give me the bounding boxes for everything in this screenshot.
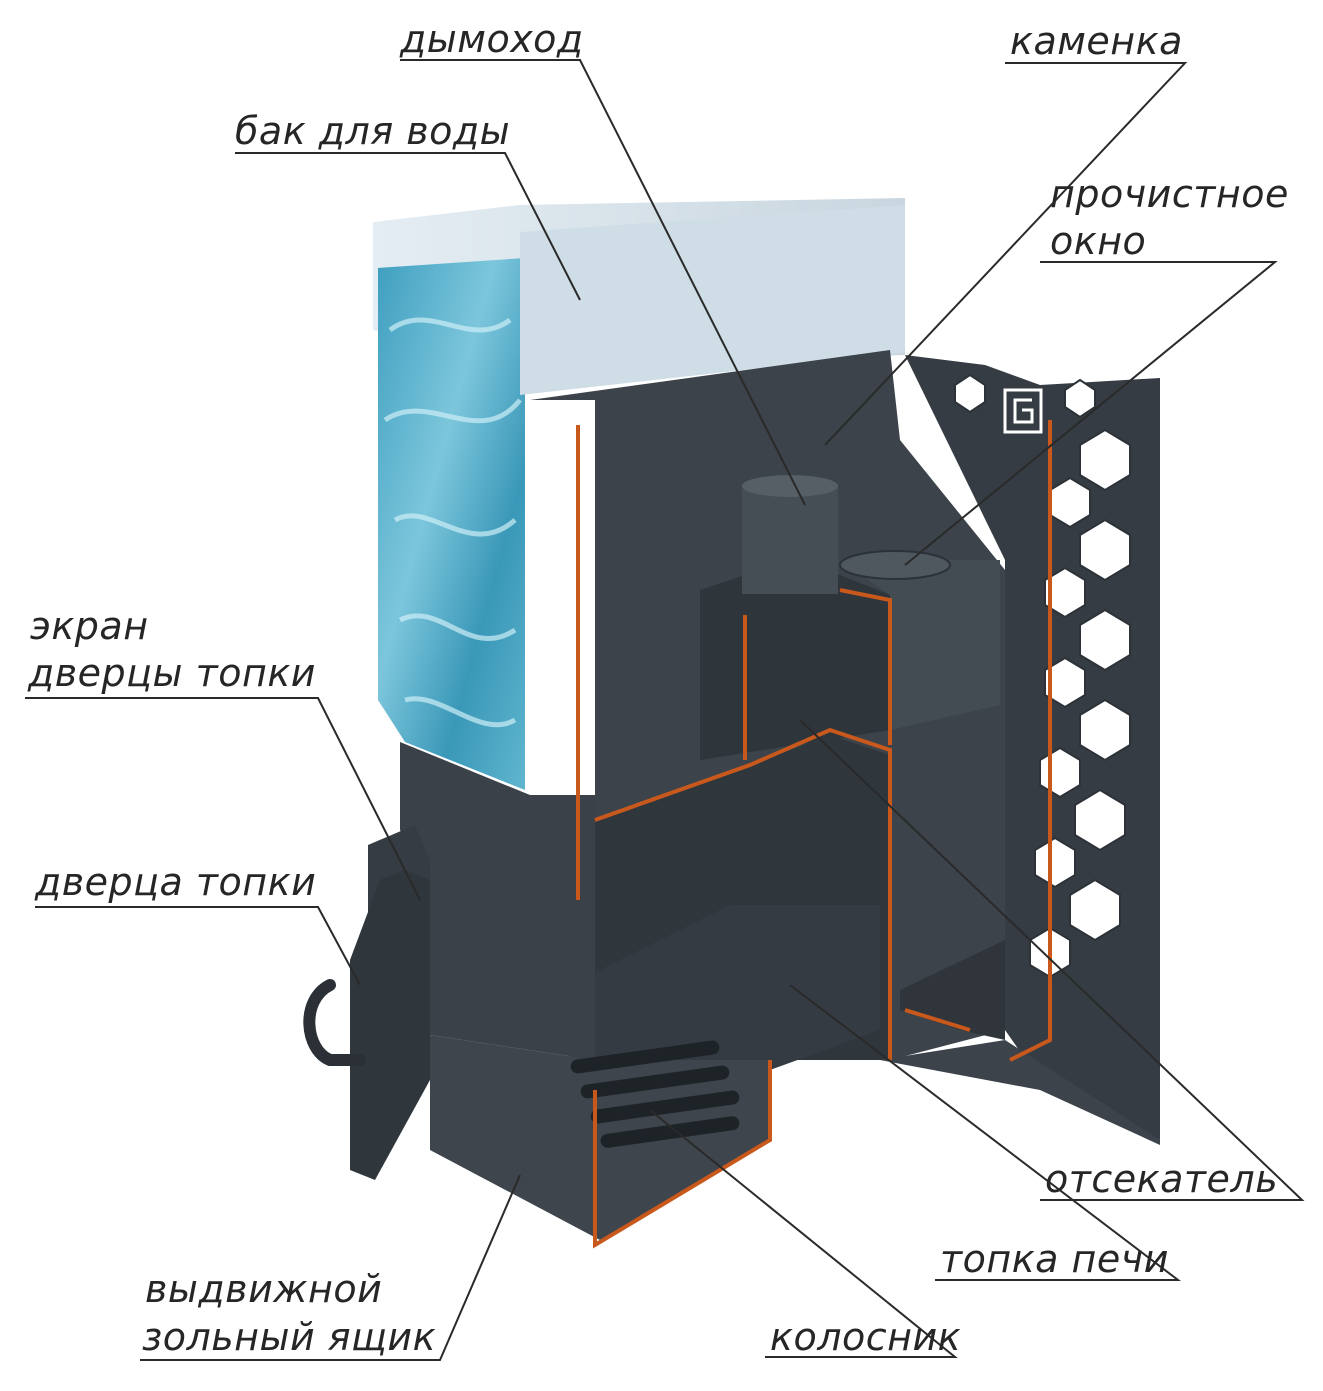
- label-door-screen-line1: экран: [30, 604, 149, 648]
- cut-edge: [593, 1060, 772, 1249]
- leader-heater: [824, 62, 1188, 446]
- label-water-tank: бак для воды: [235, 109, 511, 153]
- hex-hole: [1044, 656, 1086, 709]
- label-firebox-door: дверца топки: [35, 860, 317, 904]
- heater-box: [700, 575, 890, 760]
- grate-bar: [580, 1065, 730, 1099]
- cut-edge: [839, 588, 892, 745]
- leader-cutoff: [799, 719, 1305, 1201]
- hex-hole: [1049, 476, 1091, 529]
- hex-hole: [1069, 878, 1121, 942]
- leader-chimney: [400, 59, 806, 506]
- water-highlights: [383, 317, 522, 728]
- label-chimney: дымоход: [400, 17, 584, 61]
- hex-hole: [1064, 378, 1096, 419]
- tank-water: [378, 258, 525, 790]
- grate: [570, 1040, 740, 1148]
- chimney-pipe: [742, 484, 838, 594]
- cleanout-box: [840, 560, 1000, 730]
- water-tank: [373, 198, 905, 790]
- hex-hole: [954, 373, 986, 414]
- label-cutoff: отсекатель: [1045, 1157, 1279, 1201]
- hex-pattern: [954, 373, 1131, 979]
- label-ash-drawer-line2: зольный ящик: [142, 1315, 437, 1359]
- hex-hole: [1034, 836, 1076, 889]
- grate-bar: [590, 1090, 740, 1124]
- cut-edge: [904, 1008, 971, 1032]
- label-firebox: топка печи: [940, 1237, 1169, 1281]
- leader-ash: [140, 1174, 521, 1361]
- leader-cleanout: [904, 261, 1278, 566]
- hex-hole: [1074, 788, 1126, 852]
- front-wall: [420, 825, 595, 1060]
- tank-front-plate: [520, 205, 905, 395]
- grate-bar: [570, 1040, 720, 1074]
- logo-frame: [1003, 388, 1043, 434]
- logo-glyph: [1013, 398, 1034, 424]
- right-lower-wall: [880, 1040, 1160, 1145]
- leader-grate: [649, 1109, 958, 1358]
- hex-hole: [1079, 428, 1131, 492]
- label-heater-stones: каменка: [1010, 19, 1183, 63]
- leader-screen: [25, 697, 421, 901]
- firebox-door: [350, 870, 430, 1180]
- label-cleanout-window-line1: прочистное: [1050, 172, 1289, 216]
- hex-hole: [1039, 746, 1081, 799]
- hex-hole: [1079, 608, 1131, 672]
- cut-edges: [576, 420, 1052, 1249]
- brand-logo: [1003, 388, 1043, 434]
- leader-lines: [25, 59, 1305, 1361]
- label-ash-drawer-line1: выдвижной: [145, 1267, 383, 1311]
- firebox-door-group: [303, 825, 430, 1180]
- cleanout-window-lid: [839, 550, 951, 580]
- hex-hole: [1079, 518, 1131, 582]
- leader-firebox: [789, 984, 1181, 1281]
- label-cleanout-window-line2: окно: [1050, 219, 1147, 263]
- leader-door: [35, 906, 361, 986]
- hex-hole: [1079, 698, 1131, 762]
- cut-edge: [594, 727, 892, 1060]
- grate-bar: [600, 1116, 740, 1148]
- hex-hole: [1044, 566, 1086, 619]
- label-door-screen-line2: дверцы топки: [28, 651, 316, 695]
- leader-tank: [235, 152, 581, 301]
- door-handle: [303, 979, 366, 1066]
- chimney-top: [742, 475, 838, 497]
- label-grate: колосник: [770, 1315, 962, 1359]
- cut-edge: [1009, 420, 1052, 1062]
